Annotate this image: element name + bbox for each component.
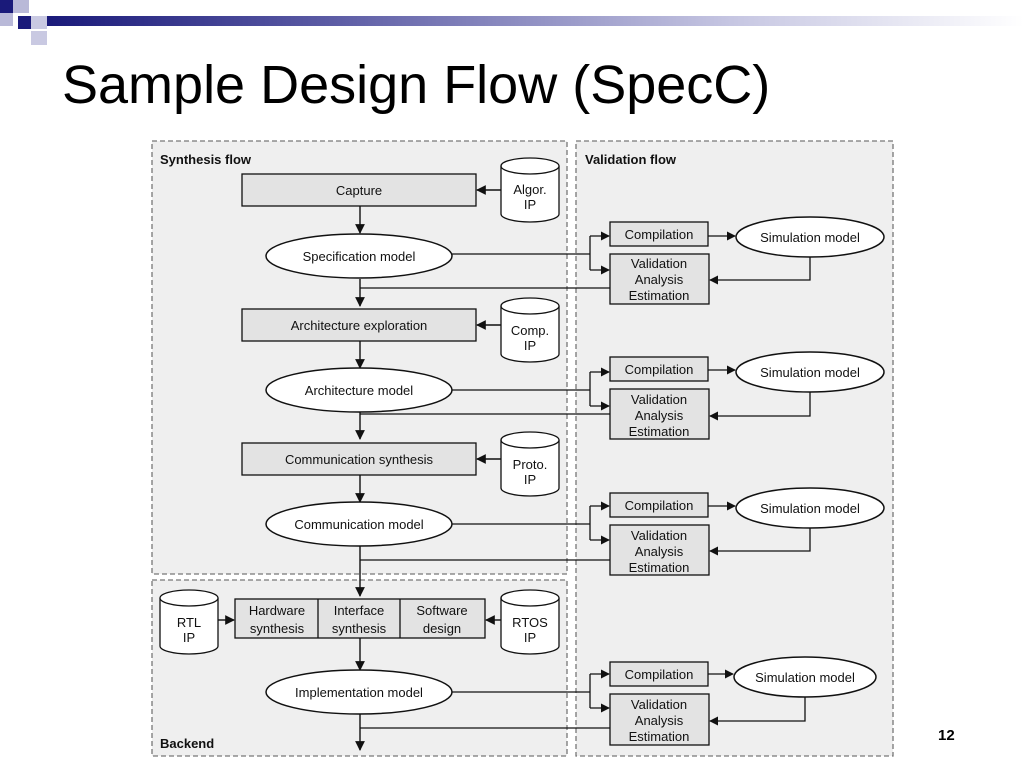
rtl-ip-cylinder: RTL IP bbox=[159, 589, 219, 655]
rtl-ip-line2: IP bbox=[183, 630, 195, 645]
proto-ip-cylinder: Proto. IP bbox=[500, 431, 560, 497]
rtos-ip-line2: IP bbox=[524, 630, 536, 645]
backend-synthesis-boxes: Hardware synthesis Interface synthesis S… bbox=[234, 598, 486, 639]
implementation-model-label: Implementation model bbox=[295, 685, 423, 700]
interface-synthesis-line2: synthesis bbox=[332, 621, 387, 636]
validation-1-line1: Validation bbox=[631, 256, 687, 271]
proto-ip-line2: IP bbox=[524, 472, 536, 487]
synthesis-flow-label: Synthesis flow bbox=[160, 152, 252, 167]
algor-ip-cylinder: Algor. IP bbox=[500, 157, 560, 223]
compilation-2-label: Compilation bbox=[625, 362, 694, 377]
validation-group-architecture: Compilation Simulation model Validation … bbox=[360, 351, 885, 440]
validation-3-line1: Validation bbox=[631, 528, 687, 543]
compilation-1-label: Compilation bbox=[625, 227, 694, 242]
capture-label: Capture bbox=[336, 183, 382, 198]
corner-square-light-mid bbox=[31, 16, 47, 29]
corner-square-light-left bbox=[0, 13, 13, 26]
corner-square-navy-top bbox=[0, 0, 13, 13]
slide-title: Sample Design Flow (SpecC) bbox=[62, 55, 771, 115]
architecture-exploration-step: Architecture exploration bbox=[241, 308, 477, 342]
validation-4-line1: Validation bbox=[631, 697, 687, 712]
validation-2-line1: Validation bbox=[631, 392, 687, 407]
software-design-line1: Software bbox=[416, 603, 467, 618]
validation-1-line2: Analysis bbox=[635, 272, 684, 287]
capture-step: Capture bbox=[241, 173, 477, 207]
validation-3-line2: Analysis bbox=[635, 544, 684, 559]
simulation-model-4-label: Simulation model bbox=[755, 670, 855, 685]
architecture-model: Architecture model bbox=[265, 367, 453, 413]
validation-group-communication: Compilation Simulation model Validation … bbox=[360, 487, 885, 576]
communication-model-label: Communication model bbox=[294, 517, 423, 532]
architecture-model-label: Architecture model bbox=[305, 383, 413, 398]
rtos-ip-line1: RTOS bbox=[512, 615, 548, 630]
hardware-synthesis-line1: Hardware bbox=[249, 603, 305, 618]
compilation-4-label: Compilation bbox=[625, 667, 694, 682]
simulation-model-3-label: Simulation model bbox=[760, 501, 860, 516]
validation-2-line2: Analysis bbox=[635, 408, 684, 423]
algor-ip-line2: IP bbox=[524, 197, 536, 212]
validation-4-line3: Estimation bbox=[629, 729, 690, 744]
corner-square-light-bottom bbox=[31, 31, 47, 45]
validation-flow-label: Validation flow bbox=[585, 152, 677, 167]
comp-ip-line2: IP bbox=[524, 338, 536, 353]
corner-square-navy-mid bbox=[18, 16, 31, 29]
hardware-synthesis-line2: synthesis bbox=[250, 621, 305, 636]
validation-3-line3: Estimation bbox=[629, 560, 690, 575]
validation-group-specification: Compilation Simulation model Validation … bbox=[360, 216, 885, 305]
communication-synthesis-step: Communication synthesis bbox=[241, 442, 477, 476]
interface-synthesis-line1: Interface bbox=[334, 603, 385, 618]
simulation-model-1-label: Simulation model bbox=[760, 230, 860, 245]
validation-group-implementation: Compilation Simulation model Validation … bbox=[360, 656, 877, 746]
rtos-ip-cylinder: RTOS IP bbox=[500, 589, 560, 655]
validation-2-line3: Estimation bbox=[629, 424, 690, 439]
validation-4-line2: Analysis bbox=[635, 713, 684, 728]
simulation-model-2-label: Simulation model bbox=[760, 365, 860, 380]
software-design-line2: design bbox=[423, 621, 461, 636]
comp-ip-line1: Comp. bbox=[511, 323, 549, 338]
corner-square-light-top bbox=[13, 0, 29, 13]
architecture-exploration-label: Architecture exploration bbox=[291, 318, 428, 333]
communication-model: Communication model bbox=[265, 501, 453, 547]
implementation-model: Implementation model bbox=[265, 669, 453, 715]
rtl-ip-line1: RTL bbox=[177, 615, 201, 630]
backend-label: Backend bbox=[160, 736, 214, 751]
header-gradient-rule bbox=[47, 16, 1024, 26]
algor-ip-line1: Algor. bbox=[513, 182, 546, 197]
compilation-3-label: Compilation bbox=[625, 498, 694, 513]
page-number: 12 bbox=[938, 727, 955, 744]
comp-ip-cylinder: Comp. IP bbox=[500, 297, 560, 363]
specification-model-label: Specification model bbox=[303, 249, 416, 264]
communication-synthesis-label: Communication synthesis bbox=[285, 452, 434, 467]
proto-ip-line1: Proto. bbox=[513, 457, 548, 472]
specification-model: Specification model bbox=[265, 233, 453, 279]
validation-1-line3: Estimation bbox=[629, 288, 690, 303]
